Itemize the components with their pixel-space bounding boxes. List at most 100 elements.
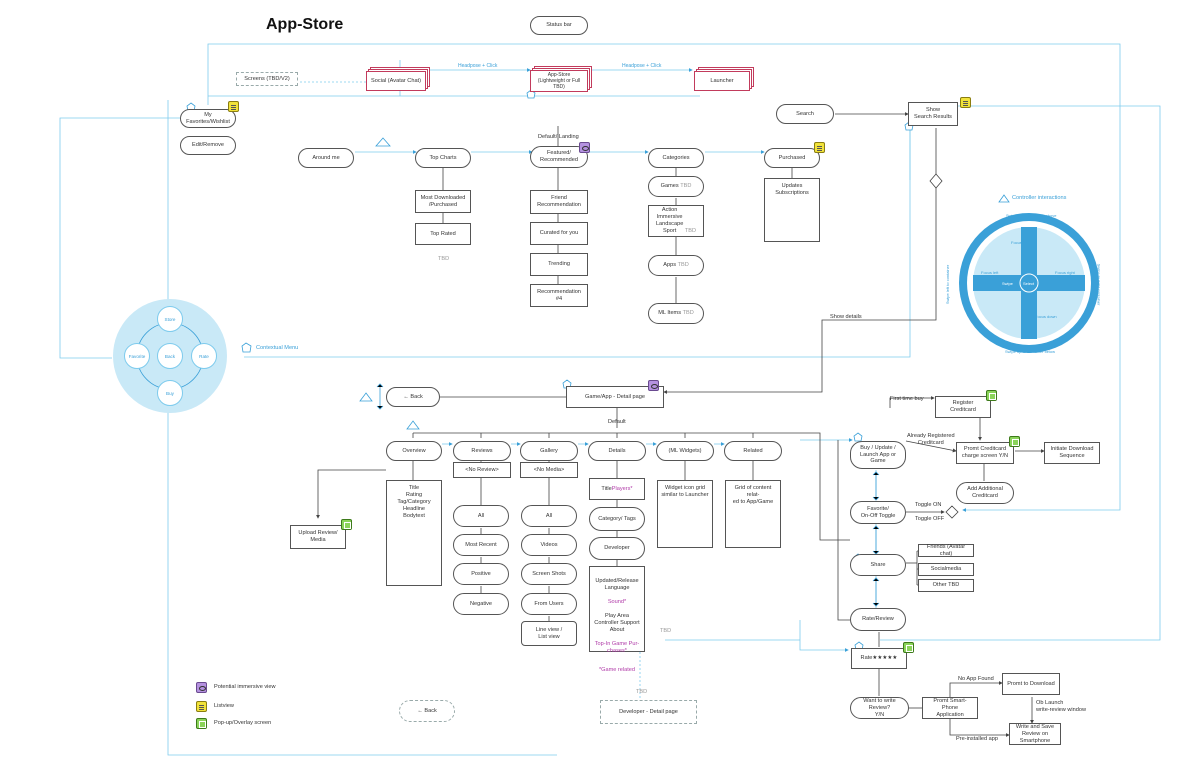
tab-details[interactable]: Details bbox=[588, 441, 646, 461]
legend-popup-icon bbox=[196, 718, 207, 729]
toggle-off-label: Toggle OFF bbox=[915, 516, 945, 522]
rating-stars[interactable]: ★★★★★ bbox=[872, 655, 898, 661]
friends-avatar-node[interactable]: Friends (Avatar chat) bbox=[918, 544, 974, 557]
already-registered-label: Already Registered Creditcard bbox=[907, 433, 955, 446]
review-all-button[interactable]: All bbox=[453, 505, 509, 527]
screens-tbd-node[interactable]: Screens (TBD/V2) bbox=[236, 72, 298, 86]
legend-immersive-label: Potential immersive view bbox=[214, 684, 276, 690]
ctx-favorite-button[interactable]: Favorite bbox=[124, 343, 150, 369]
top-rated-node[interactable]: Top Rated bbox=[415, 223, 471, 245]
back-arrow-icon: ← bbox=[417, 707, 425, 714]
rate-node[interactable]: Rate★★★★★ bbox=[851, 648, 907, 669]
prompt-card-node[interactable]: Promt Creditcard charge screen Y/N bbox=[956, 442, 1014, 464]
ctrl-swipe-down-label: Swipe up to container below bbox=[1005, 349, 1056, 354]
details-topin-label: Top-In Game Pur- chases* bbox=[594, 640, 640, 654]
buy-update-node[interactable]: Buy / Update / Launch App or Game bbox=[850, 441, 906, 469]
rate-review-node[interactable]: Rate/Review bbox=[850, 608, 906, 631]
headpose-label-right: Headpose + Click bbox=[622, 63, 662, 69]
gallery-screenshots-button[interactable]: Screen Shots bbox=[521, 563, 577, 585]
want-write-node[interactable]: Want to write Review? Y/N bbox=[850, 697, 909, 719]
game-app-detail-node[interactable]: Game/App - Detail page bbox=[566, 386, 664, 408]
ctx-store-button[interactable]: Store bbox=[157, 306, 183, 332]
show-search-results-node[interactable]: Show Search Results bbox=[908, 102, 958, 126]
tab-ml-widgets[interactable]: (ML Widgets) bbox=[656, 441, 714, 461]
around-me-node[interactable]: Around me bbox=[298, 148, 354, 168]
developer-detail-node[interactable]: Developer - Detail page bbox=[600, 700, 697, 724]
add-card-node[interactable]: Add Additional Creditcard bbox=[956, 482, 1014, 504]
ml-items-node[interactable]: ML Items TBD bbox=[648, 303, 704, 324]
default-label: Default bbox=[608, 419, 626, 425]
launcher-node[interactable]: Launcher bbox=[694, 71, 750, 91]
ctx-rate-button[interactable]: Rate bbox=[191, 343, 217, 369]
review-recent-button[interactable]: Most Recent bbox=[453, 534, 509, 556]
preinstalled-label: Pre-installed app bbox=[956, 736, 998, 742]
ctrl-swipe-right-label: Swipe to right container bbox=[1096, 263, 1102, 306]
gallery-all-button[interactable]: All bbox=[521, 505, 577, 527]
details-category-button[interactable]: Category/ Tags bbox=[589, 507, 645, 531]
toggle-on-label: Toggle ON bbox=[915, 502, 942, 508]
friend-rec-node[interactable]: Friend Recommendation bbox=[530, 190, 588, 214]
write-save-node[interactable]: Write and Save Review on Smartphone bbox=[1009, 723, 1061, 745]
favorite-toggle-node[interactable]: Favorite/ On-Off Toggle bbox=[850, 501, 906, 524]
tab-reviews[interactable]: Reviews bbox=[453, 441, 511, 461]
back-arrow-icon: ← bbox=[403, 393, 411, 400]
curated-node[interactable]: Curated for you bbox=[530, 222, 588, 245]
upload-review-node[interactable]: Upload Review/ Media bbox=[290, 525, 346, 549]
featured-node[interactable]: Featured/ Recommended bbox=[530, 146, 588, 168]
edit-remove-node[interactable]: Edit/Remove bbox=[180, 136, 236, 155]
initiate-download-node[interactable]: Initiate Download Sequence bbox=[1044, 442, 1100, 464]
favorites-node[interactable]: My Favorites/Wishlist bbox=[180, 109, 236, 128]
rec4-node[interactable]: Recommendation #4 bbox=[530, 284, 588, 307]
apps-tbd-label: TBD bbox=[677, 262, 689, 268]
back-button[interactable]: ← Back bbox=[386, 387, 440, 407]
socialmedia-node[interactable]: Socialmedia bbox=[918, 563, 974, 576]
back-label: Back bbox=[410, 393, 423, 400]
show-details-label: Show details bbox=[830, 314, 862, 320]
ctx-back-button[interactable]: Back bbox=[157, 343, 183, 369]
status-bar-node[interactable]: Status bar bbox=[530, 16, 588, 35]
top-charts-node[interactable]: Top Charts bbox=[415, 148, 471, 168]
search-node[interactable]: Search bbox=[776, 104, 834, 124]
apps-node[interactable]: Apps TBD bbox=[648, 255, 704, 276]
ctrl-swipe-label: Swipe bbox=[1002, 281, 1013, 286]
review-positive-button[interactable]: Positive bbox=[453, 563, 509, 585]
gallery-line-view-button[interactable]: Line view / List view bbox=[521, 621, 577, 646]
contextual-menu-label: Contextual Menu bbox=[256, 345, 299, 351]
categories-node[interactable]: Categories bbox=[648, 148, 704, 168]
tab-overview[interactable]: Overview bbox=[386, 441, 442, 461]
purchased-node[interactable]: Purchased bbox=[764, 148, 820, 168]
updates-node[interactable]: Updates Subscriptions bbox=[764, 178, 820, 242]
details-info-node: Updated/Release Language Sound* Play Are… bbox=[589, 566, 645, 673]
most-downloaded-node[interactable]: Most Downloaded /Purchased bbox=[415, 190, 471, 213]
prompt-smartphone-node[interactable]: Promt Smart-Phone Application bbox=[922, 697, 978, 719]
action-node[interactable]: Action Immersive Landscape Sport TBD bbox=[648, 205, 704, 237]
games-node[interactable]: Games TBD bbox=[648, 176, 704, 197]
back-bottom-button[interactable]: ← Back bbox=[399, 700, 455, 722]
details-developer-button[interactable]: Developer bbox=[589, 537, 645, 560]
other-tbd-node[interactable]: Other TBD bbox=[918, 579, 974, 592]
trending-node[interactable]: Trending bbox=[530, 253, 588, 276]
gallery-users-button[interactable]: From Users bbox=[521, 593, 577, 615]
controller-interactions-label: Controller interactions bbox=[1012, 195, 1067, 201]
prompt-download-node[interactable]: Promt to Download bbox=[1002, 673, 1060, 695]
tbd-label-top: TBD bbox=[438, 256, 450, 262]
ctrl-focus-left-label: Focus left bbox=[981, 270, 999, 275]
app-store-node[interactable]: App-Store (Lightweight or Full TBD) bbox=[530, 70, 588, 92]
tab-gallery[interactable]: Gallery bbox=[520, 441, 578, 461]
ctrl-swipe-up-label: Swipe up to container above bbox=[1006, 213, 1057, 218]
rate-label: Rate bbox=[860, 655, 873, 661]
social-node[interactable]: Social (Avatar Chat) bbox=[366, 71, 426, 91]
ctx-buy-button[interactable]: Buy bbox=[157, 380, 183, 406]
review-negative-button[interactable]: Negative bbox=[453, 593, 509, 615]
apps-label: Apps bbox=[663, 262, 676, 268]
tab-related[interactable]: Related bbox=[724, 441, 782, 461]
share-node[interactable]: Share bbox=[850, 554, 906, 576]
tbd-label-bottom: TBD bbox=[636, 689, 648, 695]
immersive-eye-icon bbox=[648, 380, 659, 391]
no-review-node: <No Review> bbox=[453, 462, 511, 478]
register-card-node[interactable]: Register Creditcard bbox=[935, 396, 991, 418]
details-game-related-label: *Game related bbox=[598, 666, 636, 673]
gallery-videos-button[interactable]: Videos bbox=[521, 534, 577, 556]
popup-icon bbox=[903, 642, 914, 653]
